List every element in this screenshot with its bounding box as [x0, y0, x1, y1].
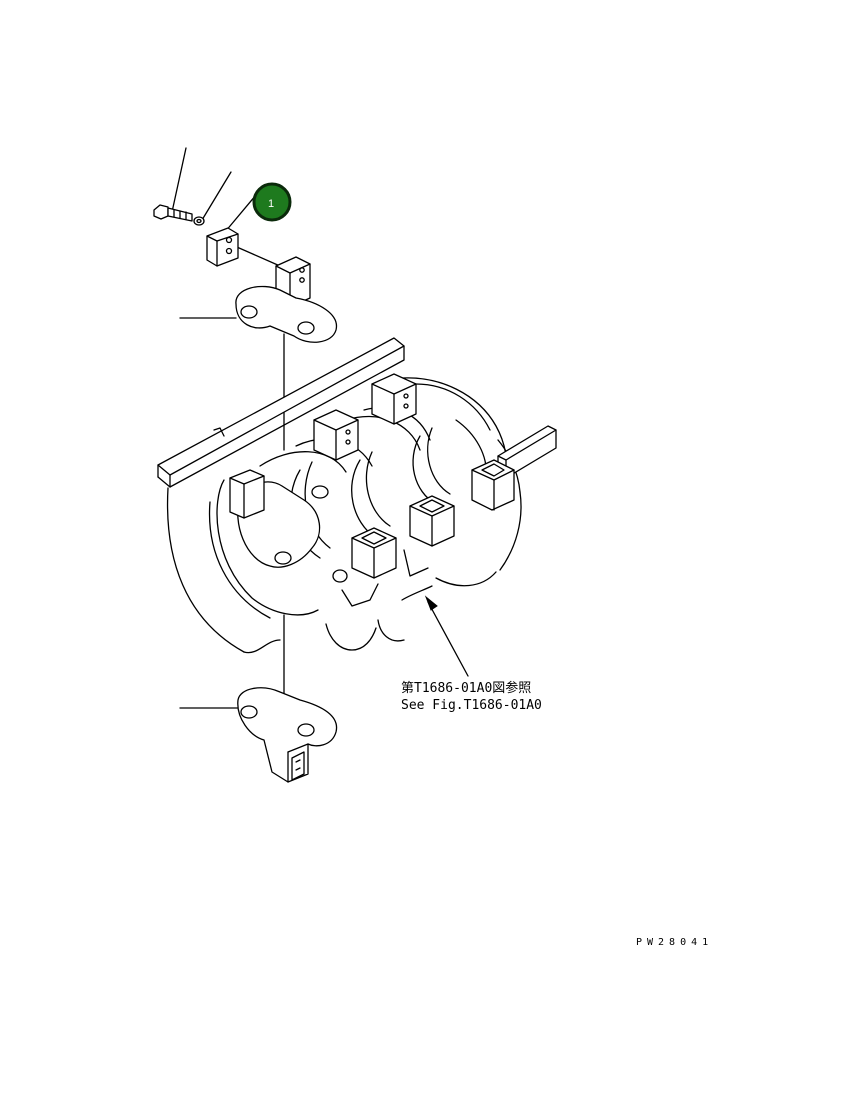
item-1-badge-circle — [252, 182, 292, 222]
frame-assembly — [157, 337, 557, 654]
reference-note-en: See Fig.T1686-01A0 — [401, 698, 542, 713]
shoe-block-part — [206, 227, 239, 267]
upper-link-bracket — [235, 256, 337, 343]
lower-link-bracket — [237, 687, 338, 783]
reference-arrow — [424, 595, 469, 677]
item-1-badge-label: 1 — [268, 198, 274, 210]
reference-note-jp: 第T1686-01A0図参照 — [401, 680, 531, 696]
item-1-callout[interactable]: 1 — [252, 182, 292, 222]
drawing-id: PW28041 — [636, 937, 713, 948]
bolt-part — [153, 204, 193, 222]
washer-part — [193, 216, 205, 226]
